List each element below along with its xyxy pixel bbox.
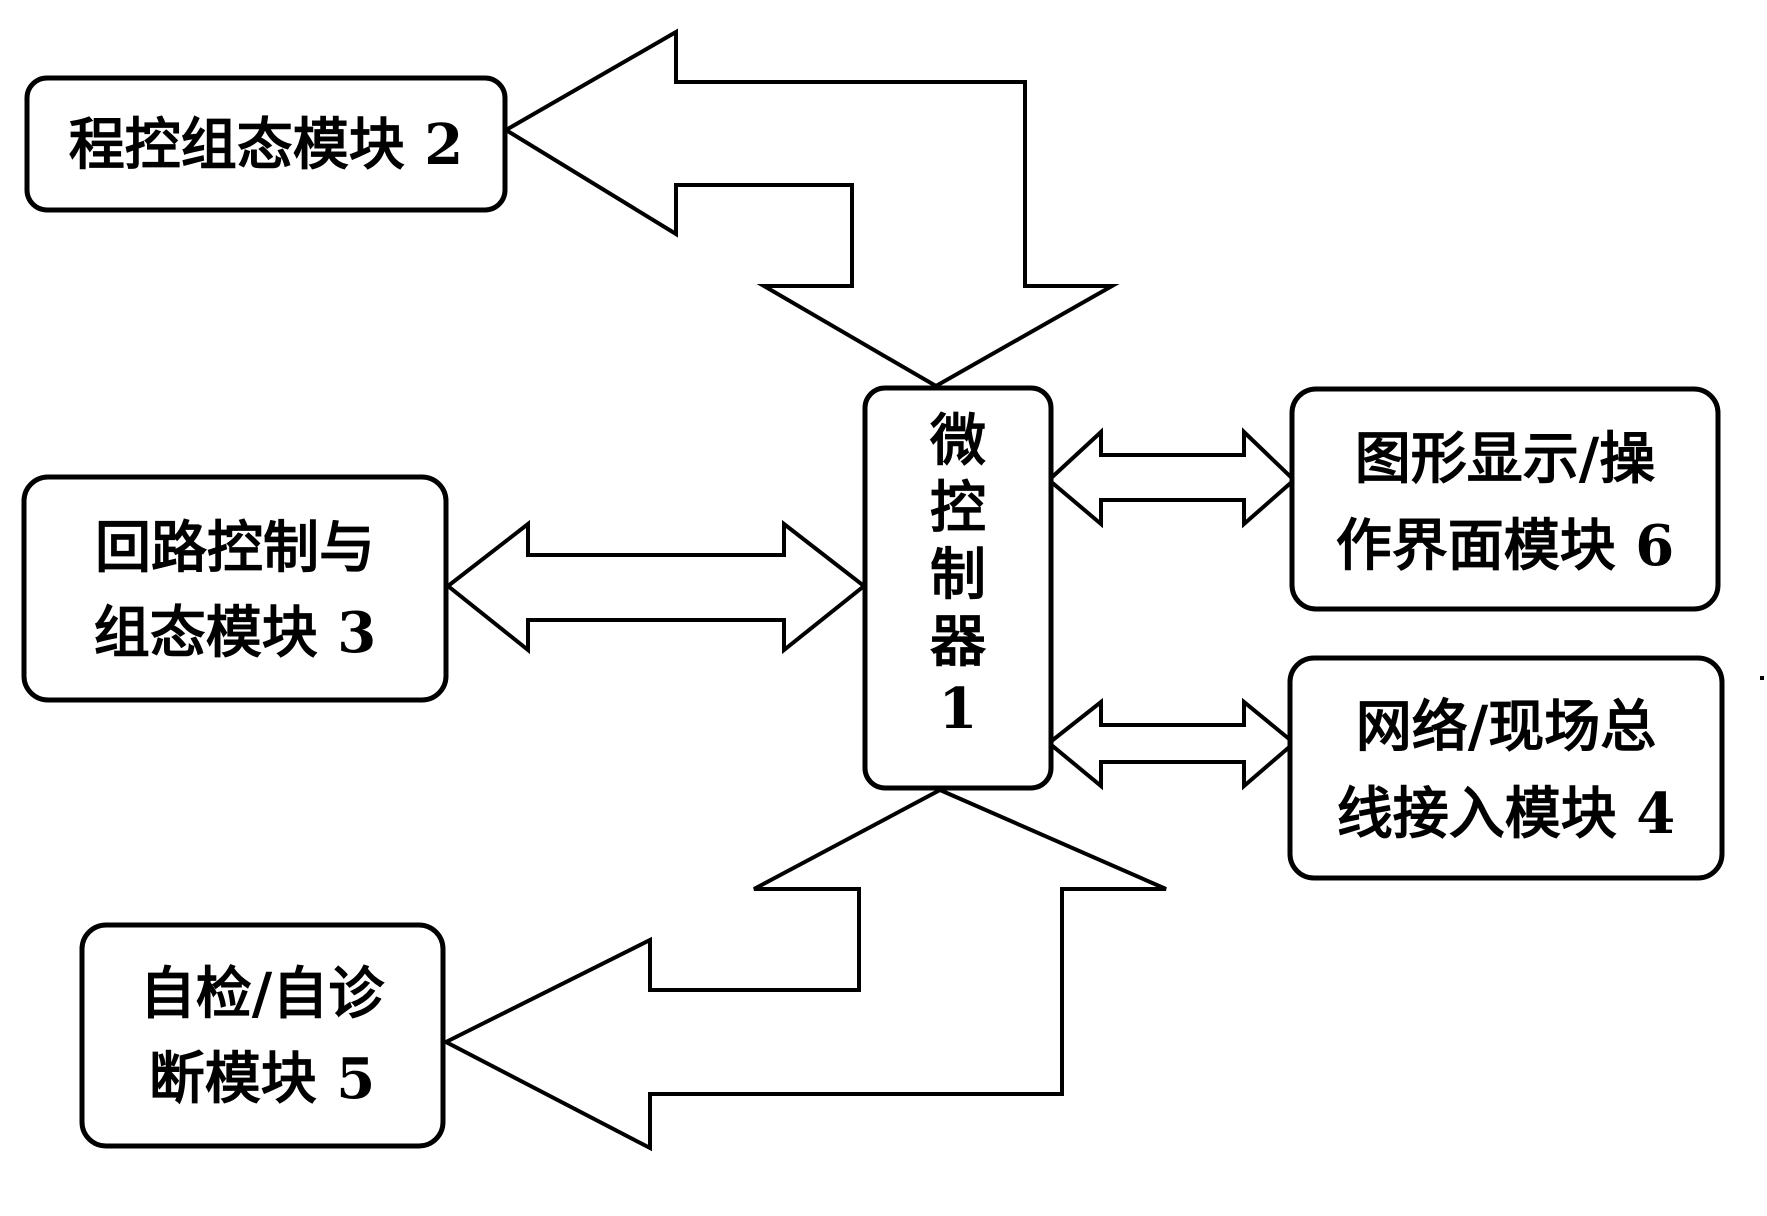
program-config-module-box: 程控组态模块 2 <box>24 75 508 213</box>
program-config-module-label: 程控组态模块 2 <box>69 112 463 178</box>
self-check-module-label-line-2: 断模块 5 <box>149 1046 375 1112</box>
network-fieldbus-module-label-line-2: 线接入模块 4 <box>1337 781 1675 847</box>
loop-control-module-label-line-2: 组态模块 3 <box>94 600 376 666</box>
arrow-microcontroller-graphic-display <box>1045 427 1297 529</box>
network-fieldbus-module-box: 网络/现场总 线接入模块 4 <box>1287 655 1725 881</box>
microcontroller-label-line-1: 微 <box>929 408 986 474</box>
loop-control-module-box: 回路控制与 组态模块 3 <box>21 474 449 703</box>
arrow-program-config-microcontroller <box>502 28 1120 389</box>
arrow-self-check-microcontroller <box>441 787 1167 1152</box>
stray-mark <box>1760 676 1764 680</box>
self-check-module-box: 自检/自诊 断模块 5 <box>79 922 446 1149</box>
loop-control-module-label-line-1: 回路控制与 <box>95 515 375 581</box>
graphic-display-module-label-line-1: 图形显示/操 <box>1355 426 1655 492</box>
microcontroller-box: 微 控 制 器 1 <box>862 385 1054 791</box>
microcontroller-label-line-3: 制 <box>930 542 986 608</box>
self-check-module-label-line-1: 自检/自诊 <box>140 961 385 1027</box>
network-fieldbus-module-label-line-1: 网络/现场总 <box>1356 694 1656 760</box>
graphic-display-module-label-line-2: 作界面模块 6 <box>1336 513 1674 579</box>
arrow-loop-control-microcontroller <box>444 519 868 655</box>
arrow-microcontroller-network-fieldbus <box>1045 697 1298 791</box>
microcontroller-label-line-2: 控 <box>930 475 986 541</box>
graphic-display-module-box: 图形显示/操 作界面模块 6 <box>1289 386 1721 612</box>
microcontroller-label-line-5: 1 <box>939 676 978 742</box>
microcontroller-label-line-4: 器 <box>930 609 987 675</box>
